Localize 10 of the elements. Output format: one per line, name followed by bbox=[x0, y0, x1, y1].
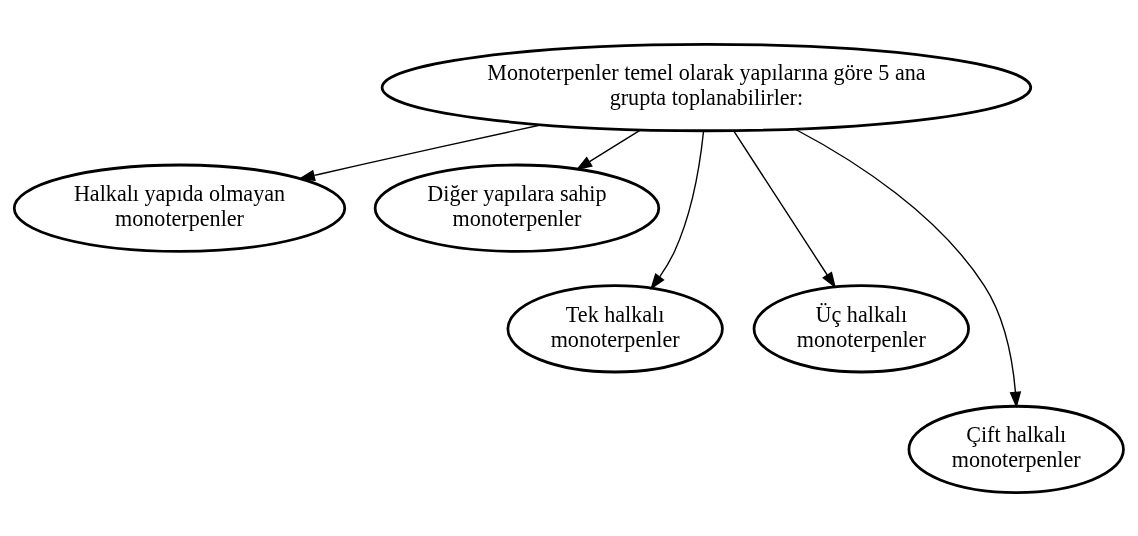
arrow bbox=[650, 130, 705, 290]
arrow bbox=[794, 127, 1022, 408]
node-ellipse: Diğer yapılara sahip monoterpenler bbox=[373, 163, 661, 253]
node-ellipse: Tek halkalı monoterpenler bbox=[506, 283, 724, 373]
node-ellipse: Çift halkalı monoterpenler bbox=[907, 404, 1125, 494]
node-ellipse: Monoterpenler temel olarak yapılarına göre 5 ana grupta toplanabilirler: bbox=[380, 42, 1033, 132]
arrow bbox=[575, 128, 642, 170]
node-ellipse: Halkalı yapıda olmayan monoterpenler bbox=[12, 163, 347, 253]
arrow bbox=[732, 129, 837, 289]
node-ellipse: Üç halkalı monoterpenler bbox=[752, 283, 970, 373]
